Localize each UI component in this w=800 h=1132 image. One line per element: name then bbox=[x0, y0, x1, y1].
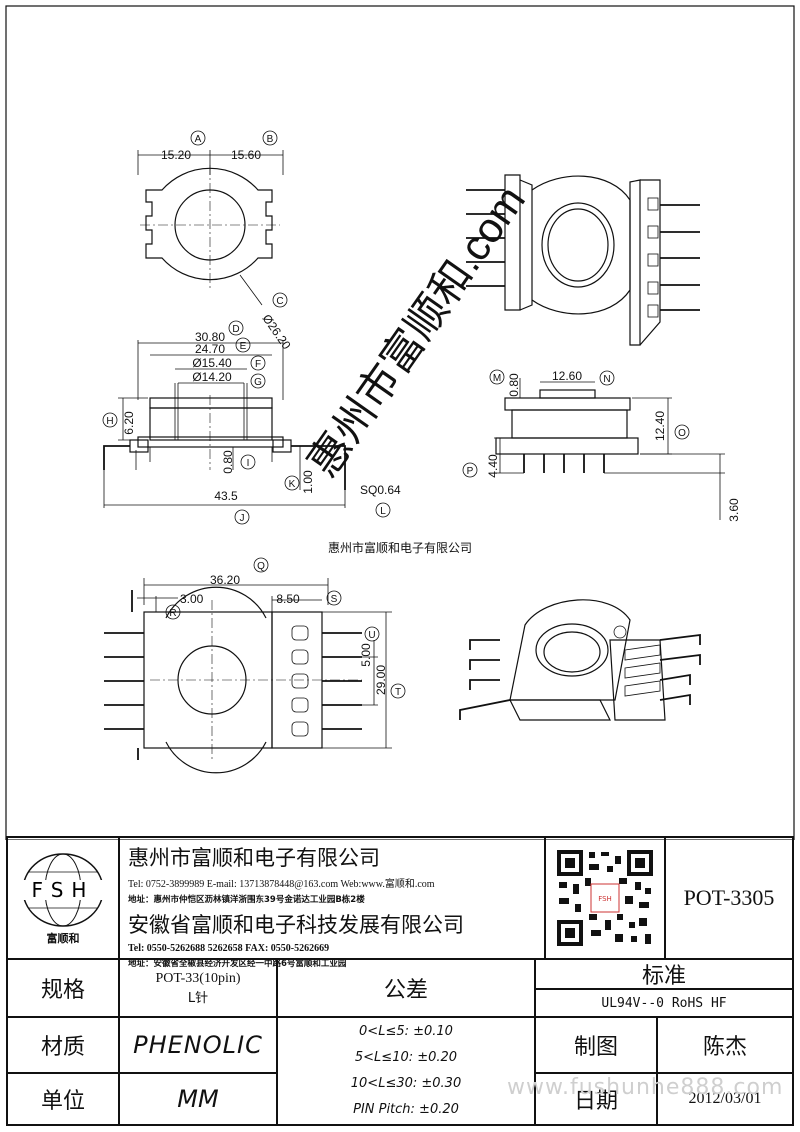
part-number: POT-3305 bbox=[665, 837, 793, 959]
drawing-border bbox=[5, 5, 795, 840]
dim-e: 24.70 bbox=[195, 342, 225, 356]
drawn-label: 制图 bbox=[535, 1017, 657, 1073]
date-value: 2012/03/01 bbox=[657, 1073, 793, 1125]
dim-d: 30.80 bbox=[195, 330, 225, 344]
dim-a: 15.20 bbox=[161, 148, 191, 162]
title-block: FSH 富顺和 惠州市富顺和电子有限公司 Tel: 0752-3899989 E… bbox=[6, 836, 794, 1126]
dim-i: 0.80 bbox=[221, 450, 235, 474]
svg-text:Q: Q bbox=[257, 561, 265, 572]
dim-p: 4.40 bbox=[486, 454, 500, 478]
svg-text:L: L bbox=[380, 506, 386, 517]
company-address-2: 地址：安徽省全椒县经济开发区经一中路6号富顺和工业园 bbox=[128, 959, 347, 969]
svg-text:E: E bbox=[240, 341, 247, 352]
dim-side-bottom: 3.60 bbox=[727, 498, 741, 522]
tolerance-2: 5<L≤10: ±0.20 bbox=[354, 1050, 458, 1065]
standard-value: UL94V--0 RoHS HF bbox=[535, 989, 793, 1017]
watermark-diagonal: 惠州市富顺和.com bbox=[299, 177, 534, 485]
svg-text:N: N bbox=[603, 374, 610, 385]
spec-value-1: POT-33(10pin) bbox=[155, 970, 241, 986]
svg-text:U: U bbox=[368, 630, 375, 641]
spec-value-2: L针 bbox=[187, 990, 209, 1006]
material-label: 材质 bbox=[7, 1017, 119, 1073]
spec-value: POT-33(10pin) L针 bbox=[119, 959, 277, 1017]
logo-caption: 富顺和 bbox=[46, 932, 80, 945]
isometric-view-top bbox=[466, 174, 700, 346]
company-logo: FSH 富顺和 bbox=[7, 837, 119, 959]
dim-s: 8.50 bbox=[276, 592, 300, 606]
dim-j: 43.5 bbox=[214, 489, 238, 503]
dim-h: 6.20 bbox=[122, 411, 136, 435]
unit-label: 单位 bbox=[7, 1073, 119, 1125]
svg-text:F: F bbox=[255, 359, 261, 370]
tolerance-4: PIN Pitch: ±0.20 bbox=[353, 1102, 459, 1117]
svg-text:D: D bbox=[232, 324, 239, 335]
tolerance-label: 公差 bbox=[277, 959, 535, 1017]
company-contact-1: Tel: 0752-3899989 E-mail: 13713878448@16… bbox=[128, 879, 435, 890]
company-contact-2: Tel: 0550-5262688 5262658 FAX: 0550-5262… bbox=[128, 943, 330, 954]
svg-text:H: H bbox=[106, 416, 113, 427]
svg-text:C: C bbox=[276, 296, 283, 307]
svg-text:G: G bbox=[254, 377, 262, 388]
svg-text:O: O bbox=[678, 428, 686, 439]
dim-m: 0.80 bbox=[507, 373, 521, 397]
dim-f: Ø15.40 bbox=[192, 356, 232, 370]
unit-value: MM bbox=[119, 1073, 277, 1125]
dim-u: 5.00 bbox=[359, 643, 373, 667]
material-value: PHENOLIC bbox=[119, 1017, 277, 1073]
tolerance-list: 0<L≤5: ±0.10 5<L≤10: ±0.20 10<L≤30: ±0.3… bbox=[277, 1017, 535, 1125]
globe-logo-icon: FSH bbox=[21, 853, 105, 927]
dim-n: 12.60 bbox=[552, 369, 582, 383]
svg-text:S: S bbox=[331, 594, 338, 605]
svg-text:J: J bbox=[240, 513, 245, 524]
company-name-2: 安徽省富顺和电子科技发展有限公司 bbox=[128, 913, 464, 937]
qr-caption: FSH bbox=[598, 895, 612, 903]
company-name-1: 惠州市富顺和电子有限公司 bbox=[128, 846, 380, 870]
dim-b: 15.60 bbox=[231, 148, 261, 162]
bottom-view: 36.20 Q 3.00 R 8.50 S bbox=[104, 557, 406, 774]
company-info: 惠州市富顺和电子有限公司 Tel: 0752-3899989 E-mail: 1… bbox=[119, 837, 545, 969]
top-view: A B 15.20 15.60 Ø26.20 C bbox=[137, 130, 294, 353]
svg-text:M: M bbox=[493, 373, 501, 384]
svg-text:A: A bbox=[195, 134, 202, 145]
date-label: 日期 bbox=[535, 1073, 657, 1125]
standard-label: 标准 bbox=[535, 959, 793, 989]
dim-c: Ø26.20 bbox=[260, 312, 294, 353]
drawn-value: 陈杰 bbox=[657, 1017, 793, 1073]
qr-code-icon: FSH bbox=[555, 848, 655, 948]
svg-text:P: P bbox=[467, 466, 474, 477]
tolerance-1: 0<L≤5: ±0.10 bbox=[359, 1024, 453, 1039]
spec-label: 规格 bbox=[7, 959, 119, 1017]
watermark-company: 惠州市富顺和电子有限公司 bbox=[328, 540, 472, 555]
dim-t: 29.00 bbox=[374, 665, 388, 695]
dim-r: 3.00 bbox=[180, 592, 204, 606]
dim-g: Ø14.20 bbox=[192, 370, 232, 384]
side-view: 0.80 M 12.60 N 12.40 O 4.40 P 3.60 bbox=[462, 369, 741, 522]
svg-text:K: K bbox=[289, 479, 296, 490]
isometric-view-bottom bbox=[459, 599, 701, 721]
dim-o: 12.40 bbox=[653, 411, 667, 441]
svg-text:B: B bbox=[267, 134, 274, 145]
svg-text:T: T bbox=[395, 687, 401, 698]
svg-text:R: R bbox=[169, 608, 176, 619]
logo-text: FSH bbox=[32, 878, 95, 902]
qr-code[interactable]: FSH bbox=[545, 837, 665, 959]
dim-q: 36.20 bbox=[210, 573, 240, 587]
tolerance-3: 10<L≤30: ±0.30 bbox=[350, 1076, 462, 1091]
company-address-1: 地址：惠州市仲恺区沥林镇洋浙围东39号金诺达工业园B栋2楼 bbox=[128, 895, 365, 905]
svg-text:I: I bbox=[247, 458, 250, 469]
front-view: 30.80 D 24.70 E Ø15.40 F Ø14.20 G 6.20 H… bbox=[102, 320, 401, 525]
dim-l: SQ0.64 bbox=[360, 483, 401, 497]
dim-k: 1.00 bbox=[301, 470, 315, 494]
engineering-drawing: 惠州市富顺和电子有限公司 惠州市富顺和.com A B 15.20 15.60 … bbox=[5, 5, 795, 840]
watermark-website: www.fushunhe888.com bbox=[507, 1075, 784, 1100]
